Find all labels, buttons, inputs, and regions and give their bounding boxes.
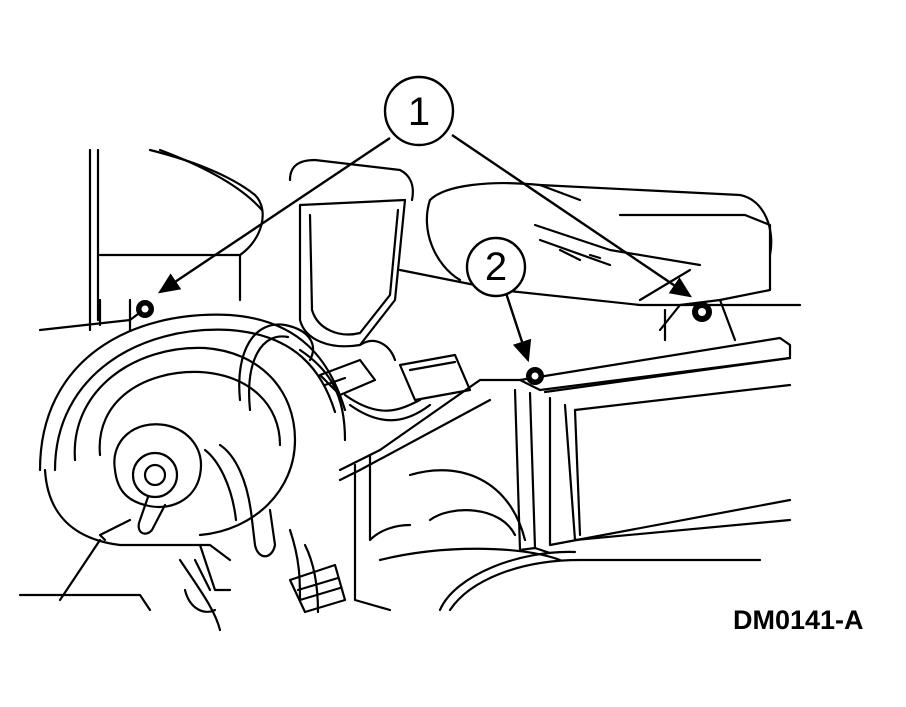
callout-2: 2 (465, 236, 527, 298)
figure-id: DM0141-A (733, 605, 864, 635)
screw-center (526, 367, 544, 385)
leader-1-right (451, 134, 692, 298)
blower-scroll (18, 313, 347, 613)
callout-2-label: 2 (485, 245, 507, 289)
screw-right (692, 302, 712, 322)
callout-1-label: 1 (408, 90, 430, 134)
upper-housing (38, 148, 802, 348)
motor-hub (98, 423, 203, 542)
wire-harness (178, 323, 347, 632)
leader-1-left (158, 137, 391, 294)
evaporator-case (338, 298, 792, 612)
screw-left (136, 300, 154, 318)
leader-2 (503, 289, 532, 363)
callout-1: 1 (383, 75, 455, 147)
electrical-connectors (288, 339, 472, 614)
